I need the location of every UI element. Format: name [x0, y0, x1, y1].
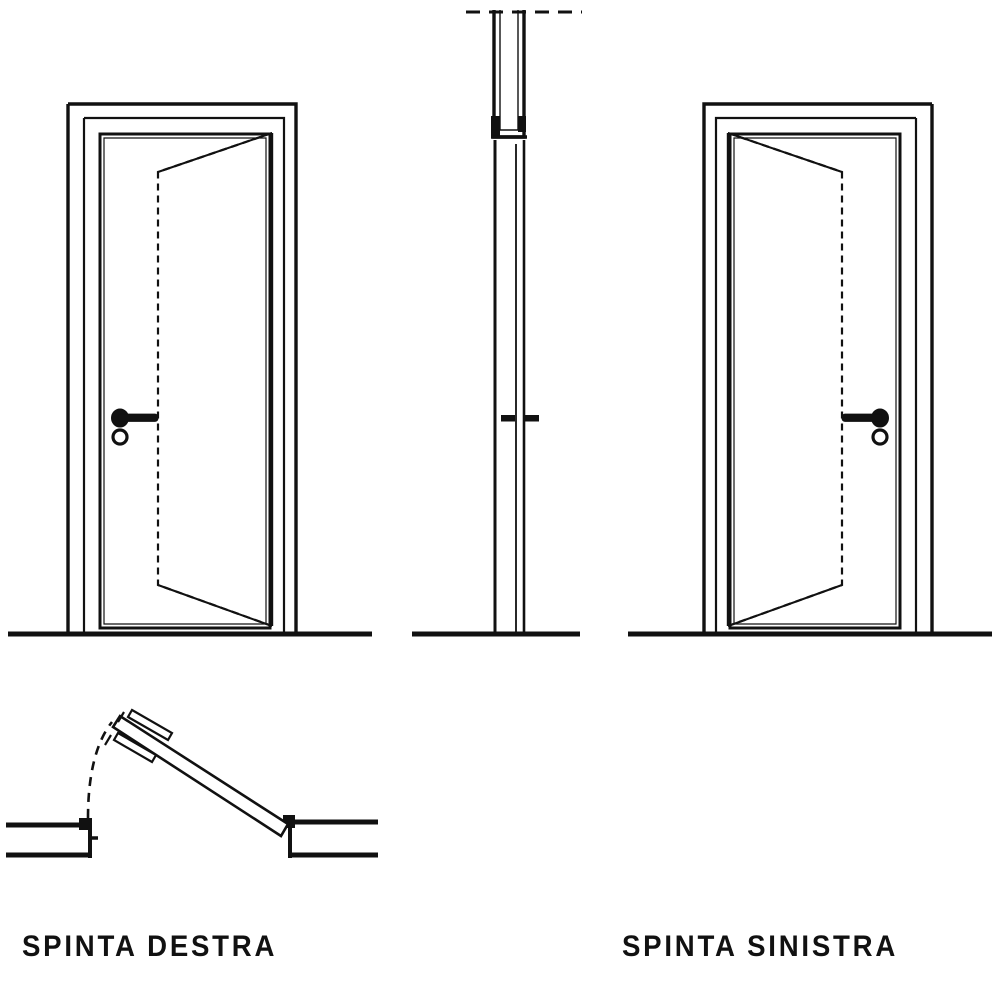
door-leaf-outline-right — [733, 137, 897, 625]
door-handle-left — [111, 408, 159, 446]
plan-left-door-leaf — [111, 714, 290, 838]
inner-frame-right — [728, 132, 902, 630]
door-handle-right — [841, 408, 889, 446]
plan-left-swing-arc — [86, 721, 114, 819]
outer-frame-left — [66, 102, 298, 634]
plan-left-handle-face-b — [112, 731, 158, 764]
plan-left-handle-rose-a — [117, 711, 125, 723]
middle-frame-right — [714, 116, 918, 634]
right-door-elevation — [628, 102, 992, 637]
handle-nub-right — [525, 415, 539, 422]
label-spinta-destra: SPINTA DESTRA — [22, 930, 278, 963]
handle-nub-left — [501, 415, 515, 422]
open-leaf-dashed-left — [156, 131, 273, 628]
door-leaf-outline-left — [103, 137, 267, 625]
inner-frame-left — [98, 132, 272, 630]
channel-shoulder-left — [491, 116, 500, 138]
handle-lever-icon-right — [841, 413, 883, 422]
keyhole-icon-left — [111, 428, 129, 446]
plan-left-handle-rose-b — [104, 734, 112, 746]
left-door-plan — [6, 708, 378, 858]
plan-left-jamb-block — [79, 818, 92, 830]
handle-lever-icon-left — [117, 413, 159, 422]
label-spinta-sinistra: SPINTA SINISTRA — [622, 930, 899, 963]
plan-left-handles — [104, 708, 174, 764]
head-frame-channel-inner — [499, 10, 519, 131]
center-edge-section — [412, 10, 582, 637]
middle-frame-left — [82, 116, 286, 634]
open-leaf-dashed-right — [727, 131, 844, 628]
channel-shoulder-right — [518, 116, 526, 132]
keyhole-icon-right — [871, 428, 889, 446]
handle-spindle-section — [501, 415, 539, 422]
outer-frame-right — [702, 102, 934, 634]
plan-left-handle-face-a — [126, 708, 174, 742]
left-door-elevation — [8, 102, 372, 637]
